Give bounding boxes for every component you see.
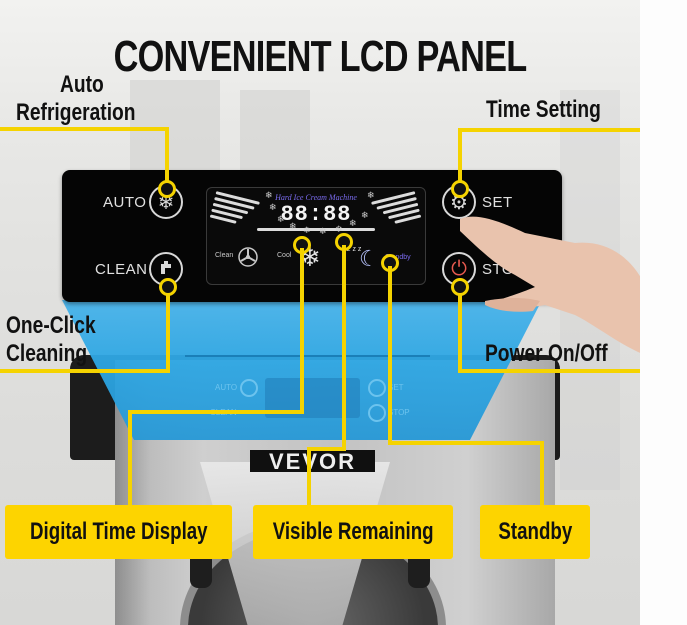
connector-clean-v [166, 285, 170, 371]
mini-stop-label: STOP [388, 408, 410, 417]
callout-power: Power On/Off [485, 340, 608, 367]
tag-visible-remaining: Visible Remaining [253, 505, 453, 559]
connector-dot-auto [158, 180, 176, 198]
product-infographic: CONVENIENT LCD PANEL VEVOR AUTO CLEAN SE… [0, 0, 640, 625]
connector-remaining-h [307, 447, 346, 451]
clean-label: CLEAN [95, 261, 148, 278]
connector-standby-v2 [540, 441, 544, 519]
pointing-hand [460, 216, 640, 353]
callout-time-setting: Time Setting [486, 96, 601, 123]
projection-line [185, 355, 430, 357]
mini-set-label: SET [388, 383, 404, 392]
lcd-clean-label: Clean [215, 252, 234, 259]
snowflake-icon: ❄ [319, 226, 327, 236]
callout-clean-line1: One-Click [6, 312, 96, 339]
lcd-cool-label: Cool [277, 252, 292, 259]
callout-auto-line1: Auto [60, 71, 104, 98]
connector-time-h [128, 410, 304, 414]
zzz-icon: z z z [347, 246, 362, 253]
lcd-time: 88:88 [280, 202, 352, 227]
connector-power-h [458, 369, 640, 373]
connector-remaining-v2 [307, 447, 311, 519]
connector-power-v [458, 285, 462, 371]
connector-auto-v [165, 127, 169, 185]
connector-set-h [458, 128, 640, 132]
mini-power-icon [368, 404, 386, 422]
mini-auto-label: AUTO [215, 383, 238, 392]
connector-remaining-v1 [342, 245, 346, 450]
page-title: CONVENIENT LCD PANEL [113, 32, 528, 82]
tag-visible-remaining-label: Visible Remaining [272, 518, 434, 545]
snowflake-icon: ❄ [277, 214, 285, 224]
set-label: SET [482, 194, 513, 211]
connector-time-v2 [128, 410, 132, 518]
lcd-bottom-stripe [257, 228, 375, 231]
connector-auto-h [0, 127, 168, 131]
callout-auto-line2: Refrigeration [16, 99, 136, 126]
snowflake-icon: ❄ [349, 218, 357, 228]
callout-clean-line2: Cleaning [6, 340, 88, 367]
connector-dot-power [451, 278, 469, 296]
power-icon: ⏻ [451, 257, 467, 280]
lcd-title: Hard Ice Cream Machine [275, 193, 357, 202]
moon-icon: ☾ [359, 246, 379, 271]
connector-dot-clean [159, 278, 177, 296]
connector-time-v1 [300, 248, 304, 412]
connector-standby-h [388, 441, 543, 445]
connector-clean-h [0, 369, 170, 373]
tag-standby-label: Standby [498, 518, 572, 545]
brand-logo: VEVOR [250, 450, 375, 472]
connector-standby-v1 [388, 266, 392, 444]
tag-standby: Standby [480, 505, 590, 559]
fan-icon [238, 247, 258, 267]
faucet-icon [161, 261, 171, 274]
mini-auto-icon [240, 379, 258, 397]
connector-set-v [458, 128, 462, 186]
snowflake-icon: ❄ [303, 225, 311, 235]
snowflake-icon: ❄ [367, 190, 375, 200]
lcd-standby-label: Standby [385, 254, 411, 261]
snowflake-icon: ❄ [269, 202, 277, 212]
snowflake-icon: ❄ [361, 210, 369, 220]
tag-digital-time-display-label: Digital Time Display [29, 518, 208, 545]
mini-set-icon [368, 379, 386, 397]
snowflake-icon: ❄ [335, 224, 343, 234]
snowflake-icon: ❄ [289, 221, 297, 231]
tag-digital-time-display: Digital Time Display [5, 505, 232, 559]
connector-dot-set [451, 180, 469, 198]
snowflake-icon: ❄ [265, 190, 273, 200]
auto-label: AUTO [103, 194, 147, 211]
